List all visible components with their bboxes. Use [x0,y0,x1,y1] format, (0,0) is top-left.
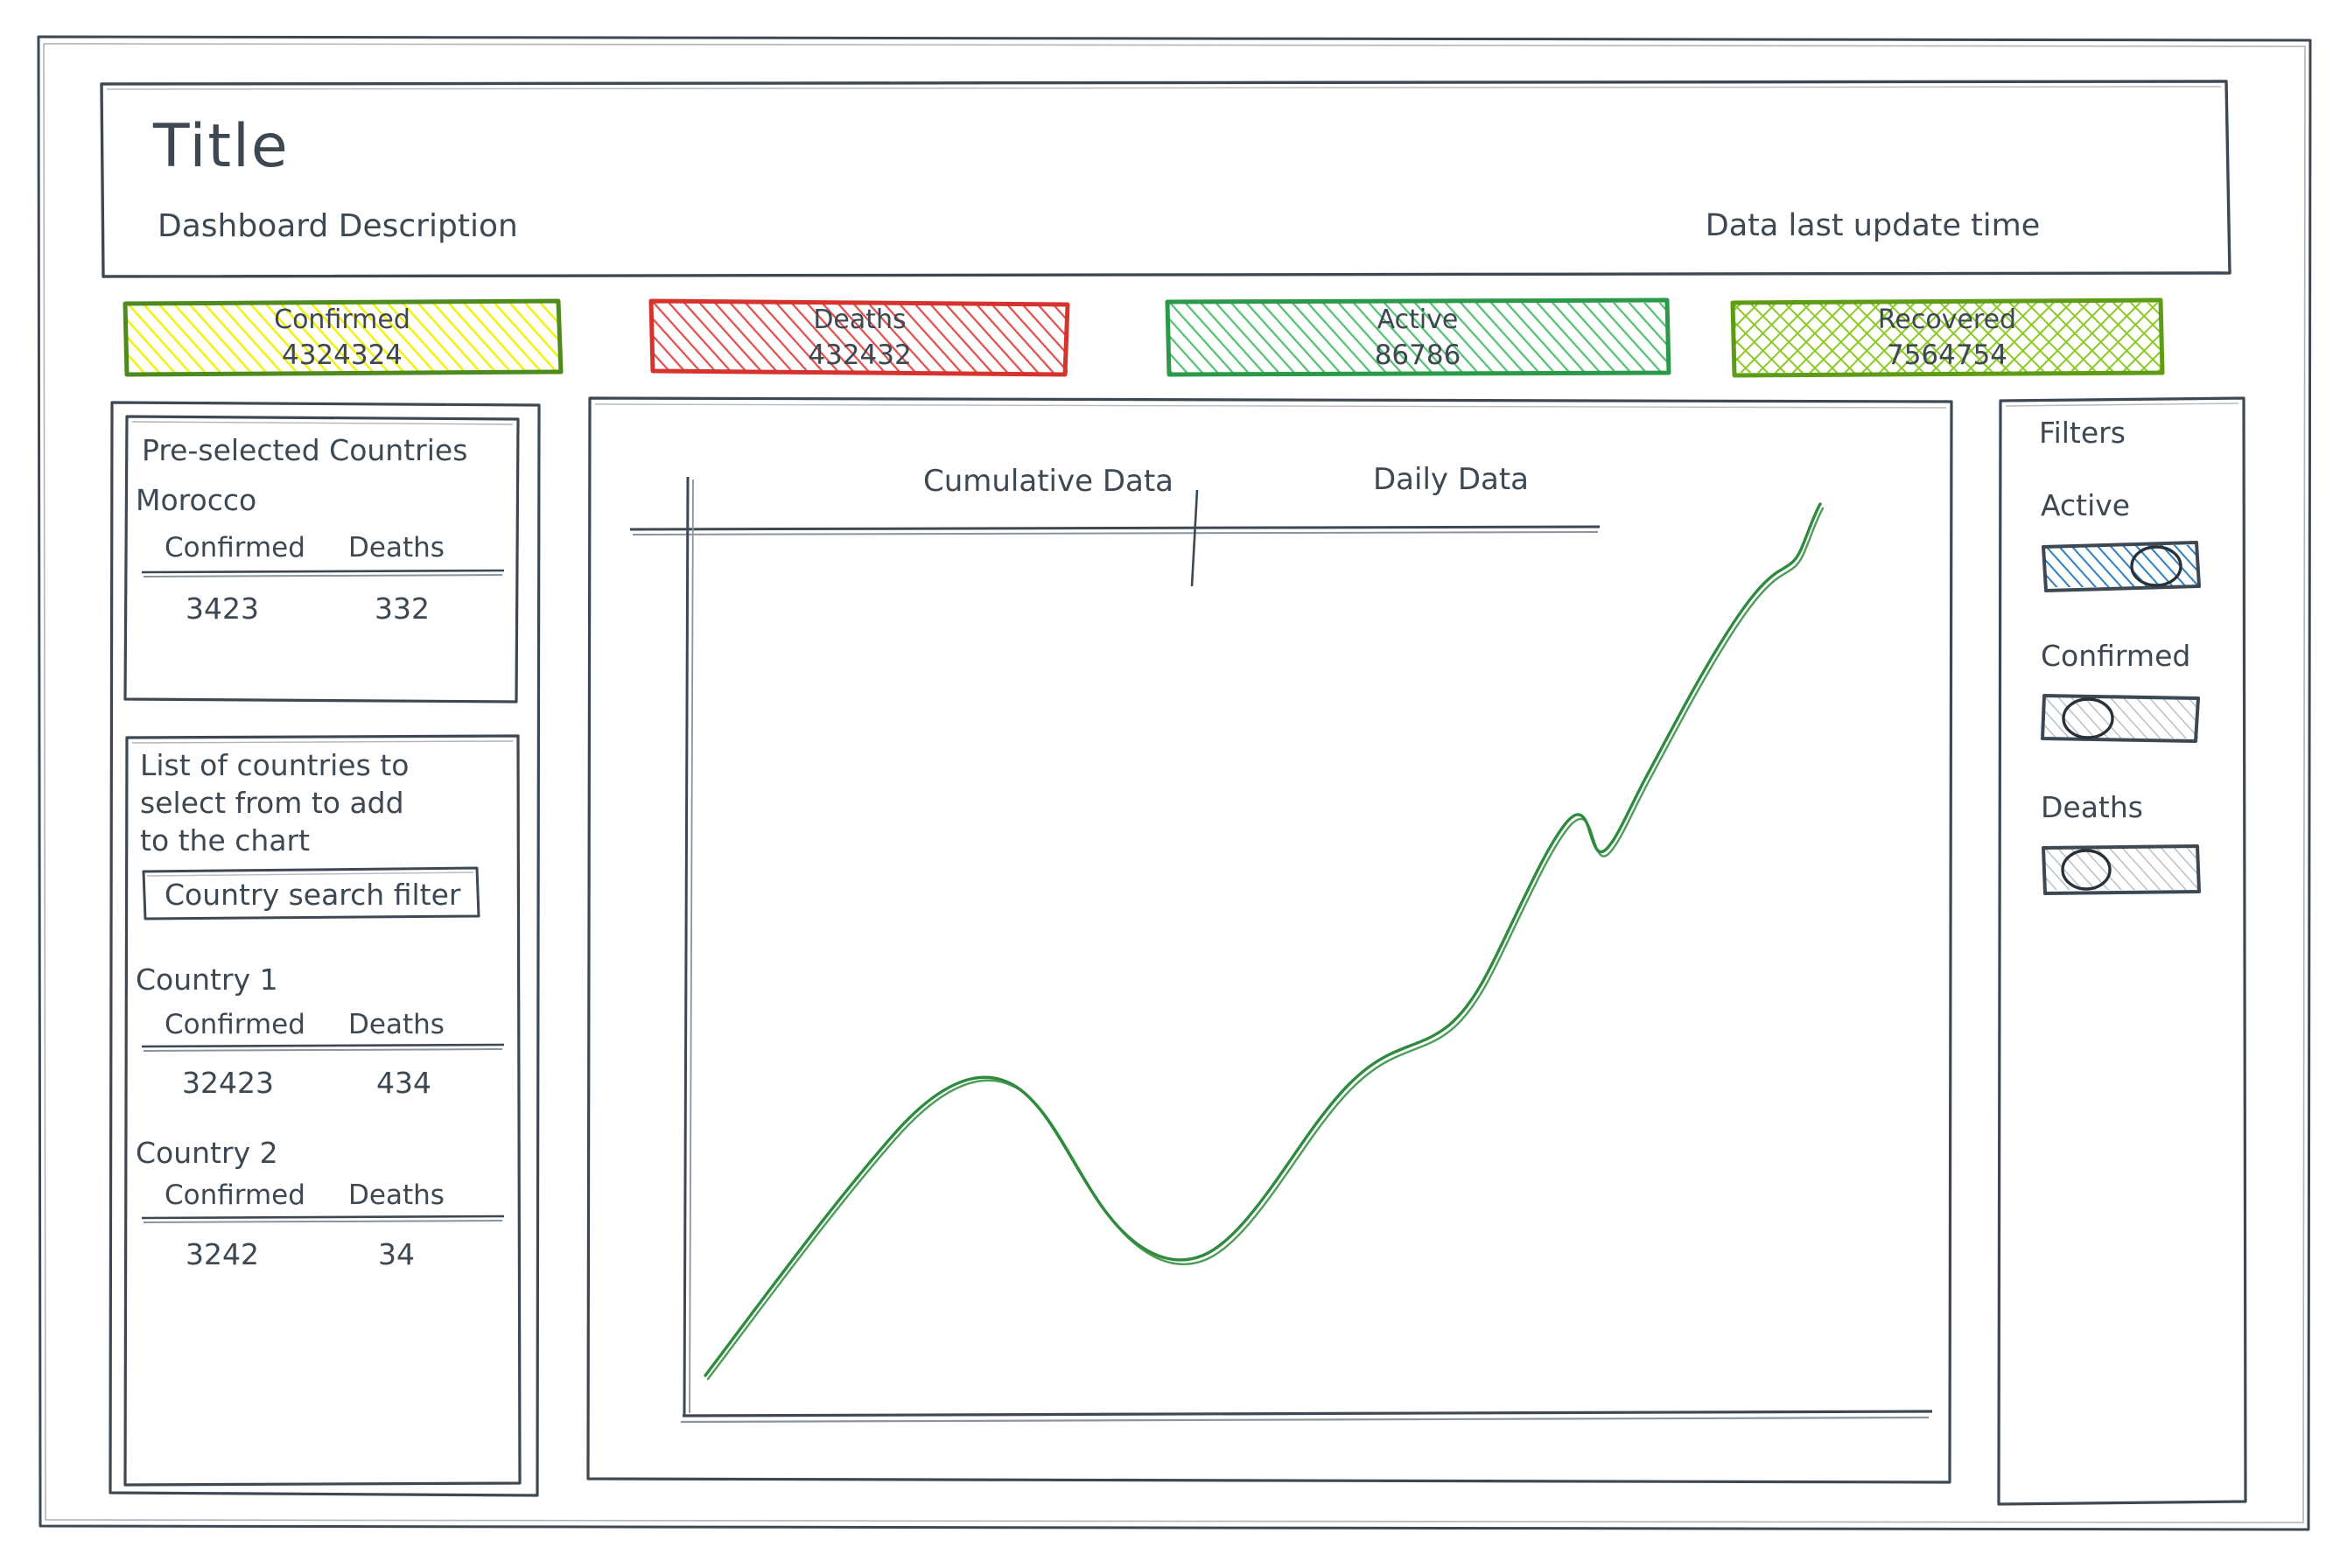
page-subtitle: Dashboard Description [158,208,518,244]
country-list-desc-line-1: List of countries to [140,748,410,782]
tab-daily-data[interactable]: Daily Data [1372,462,1530,497]
stat-label: Active [1377,304,1459,335]
preselected-title: Pre-selected Countries [142,433,468,467]
country-1-name: Country 1 [136,962,278,997]
stat-value: 86786 [1374,339,1461,371]
page-title: Title [153,112,290,181]
filter-label-deaths: Deaths [2041,790,2143,824]
toggle-deaths[interactable] [2039,843,2205,897]
country-2-name: Country 2 [136,1136,278,1170]
country-search-placeholder: Country search filter [165,878,461,912]
chart-line-active [704,502,1825,1381]
header-band [98,79,2233,280]
stat-card-active[interactable]: Active 86786 [1164,298,1671,378]
chart-panel [585,394,1958,1488]
toggle-confirmed[interactable] [2039,691,2205,746]
stat-value: 4324324 [281,339,403,371]
country-1-value-deaths: 434 [376,1066,431,1100]
stat-card-confirmed[interactable]: Confirmed 4324324 [121,298,564,378]
preselected-country-name: Morocco [136,483,257,517]
table-rule [140,1214,508,1227]
column-header-confirmed: Confirmed [165,532,305,564]
preselected-value-confirmed: 3423 [186,592,259,626]
data-last-update-time: Data last update time [1705,208,2041,243]
filter-label-active: Active [2041,488,2131,522]
country-1-column-confirmed: Confirmed [165,1009,305,1040]
country-2-column-deaths: Deaths [348,1180,445,1211]
stat-label: Confirmed [274,304,410,335]
stat-card-deaths[interactable]: Deaths 432432 [648,298,1072,378]
tab-cumulative-data[interactable]: Cumulative Data [922,464,1174,499]
column-header-deaths: Deaths [348,532,445,564]
country-2-column-confirmed: Confirmed [165,1180,305,1211]
stat-value: 7564754 [1886,339,2008,371]
stat-label: Deaths [813,304,907,335]
country-1-column-deaths: Deaths [348,1009,445,1040]
country-1-value-confirmed: 32423 [182,1066,274,1100]
country-2-value-confirmed: 3242 [186,1237,259,1271]
stat-card-recovered[interactable]: Recovered 7564754 [1728,298,2166,378]
country-list-desc-line-2: select from to add [140,786,404,820]
table-rule [140,569,508,581]
country-list-desc-line-3: to the chart [140,823,311,858]
stat-label: Recovered [1877,304,2017,335]
preselected-value-deaths: 332 [375,592,430,626]
toggle-active[interactable] [2039,540,2205,594]
filters-title: Filters [2039,416,2126,450]
stat-value: 432432 [808,339,912,371]
table-rule [140,1043,508,1055]
filter-label-confirmed: Confirmed [2041,639,2191,673]
country-2-value-deaths: 34 [378,1237,415,1271]
